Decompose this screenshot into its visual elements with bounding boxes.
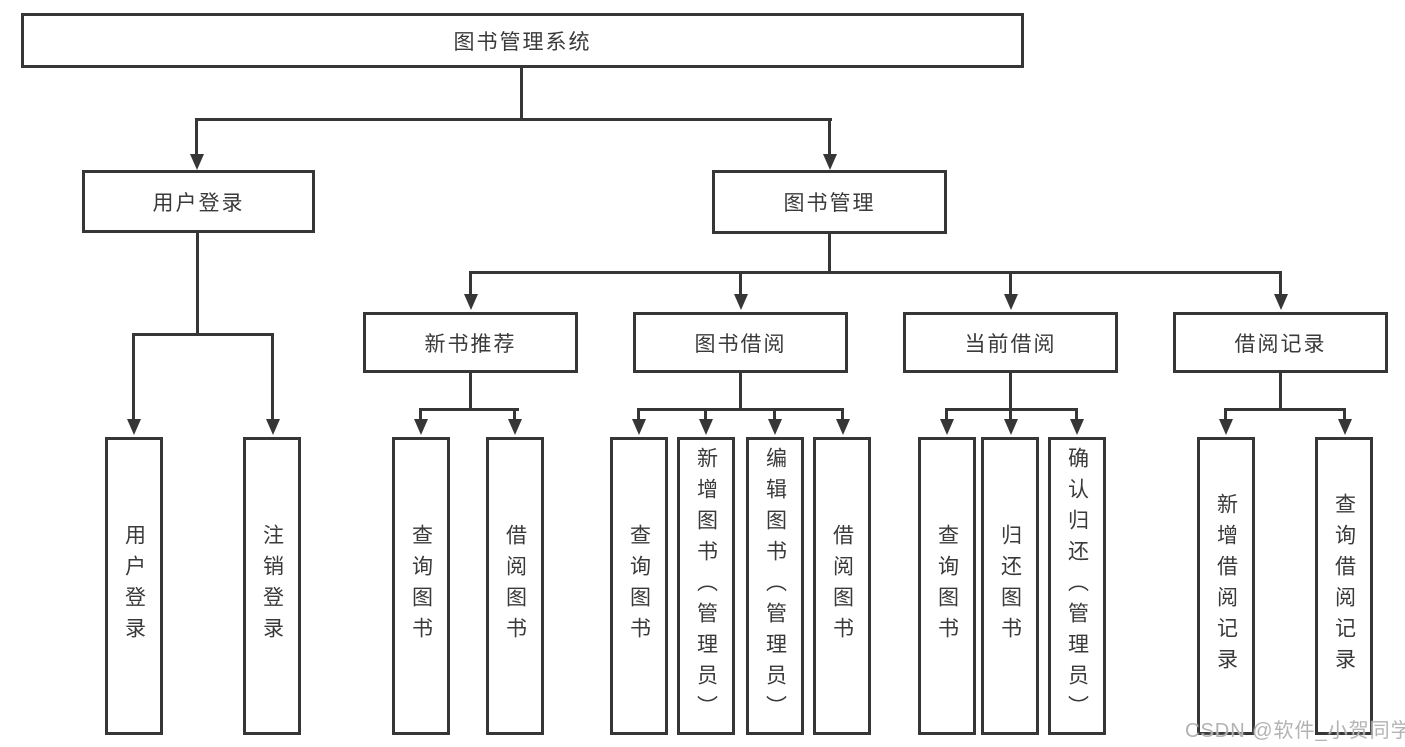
leaf-return-books: 归还图书 [981,437,1039,735]
node-label: 查询图书 [627,524,651,648]
node-borrowing-records: 借阅记录 [1173,312,1388,373]
connector-borrowing-shaft-4 [841,408,844,419]
arrow-down-icon [1004,419,1018,435]
node-label: 图书借阅 [694,332,787,356]
leaf-query-books-current: 查询图书 [918,437,976,735]
node-new-book-recommendation: 新书推荐 [363,312,578,373]
arrow-down-icon [414,419,428,435]
arrow-down-icon [768,419,782,435]
leaf-confirm-return-admin: 确认归还（管理员） [1048,437,1106,735]
arrow-down-icon [940,419,954,435]
leaf-add-borrow-record: 新增借阅记录 [1197,437,1255,735]
connector-current-shaft-2 [1009,408,1012,419]
node-book-borrowing: 图书借阅 [633,312,848,373]
node-label: 新书推荐 [424,332,517,356]
node-current-borrowing: 当前借阅 [903,312,1118,373]
node-label: 新增借阅记录 [1214,493,1238,679]
node-book-management: 图书管理 [712,170,947,234]
connector-newbook-stem [469,373,472,408]
arrow-down-icon [1219,419,1233,435]
arrow-down-icon [464,294,478,310]
node-label: 图书管理 [783,192,876,215]
arrow-down-icon [699,419,713,435]
node-label: 用户登录 [152,191,245,215]
connector-root-left-shaft [195,118,198,154]
connector-bookmgmt-bar [469,271,1282,274]
connector-current-shaft-1 [945,408,948,419]
node-label: 借阅图书 [830,524,854,648]
node-label: 查询图书 [409,524,433,648]
arrow-down-icon [1070,419,1084,435]
node-label: 新增图书（管理员） [694,446,718,726]
connector-userlogin-stem [196,233,199,333]
connector-root-right-shaft [828,118,831,154]
arrow-down-icon [1338,419,1352,435]
csdn-watermark: CSDN @软件_小贺同学 [1185,720,1405,742]
node-label: 查询借阅记录 [1332,493,1356,679]
arrow-down-icon [836,419,850,435]
connector-borrowing-shaft-3 [773,408,776,419]
arrow-down-icon [508,419,522,435]
leaf-user-login: 用户登录 [105,437,163,735]
connector-root-bar [195,118,832,121]
leaf-borrow-books: 借阅图书 [813,437,871,735]
connector-records-shaft-1 [1224,408,1227,419]
node-label: 归还图书 [998,524,1022,648]
node-label: 借阅记录 [1234,332,1327,356]
node-label: 编辑图书（管理员） [763,446,787,726]
arrow-down-icon [266,419,280,435]
connector-userlogin-left-shaft [132,333,135,419]
connector-records-bar [1224,408,1346,411]
connector-newbook-bar [419,408,519,411]
arrow-down-icon [127,419,141,435]
node-label: 确认归还（管理员） [1065,446,1089,726]
connector-borrowing-shaft-1 [637,408,640,419]
connector-records-shaft-2 [1343,408,1346,419]
arrow-down-icon [823,154,837,170]
connector-newbook-shaft-2 [513,408,516,419]
node-label: 借阅图书 [503,524,527,648]
leaf-logout: 注销登录 [243,437,301,735]
connector-root-stem [520,68,523,121]
connector-borrowing-bar [637,408,844,411]
node-user-login: 用户登录 [82,170,315,233]
connector-bookmgmt-shaft-1 [469,271,472,296]
node-library-management-system: 图书管理系统 [21,13,1024,68]
connector-userlogin-bar [132,333,274,336]
node-label: 查询图书 [935,524,959,648]
leaf-query-books-borrowing: 查询图书 [610,437,668,735]
connector-records-stem [1279,373,1282,408]
arrow-down-icon [632,419,646,435]
node-label: 注销登录 [260,524,284,648]
connector-newbook-shaft-1 [419,408,422,419]
arrow-down-icon [1004,294,1018,310]
leaf-query-books-recommend: 查询图书 [392,437,450,735]
connector-borrowing-shaft-2 [704,408,707,419]
node-label: 用户登录 [122,524,146,648]
connector-bookmgmt-stem [828,234,831,271]
leaf-edit-books-admin: 编辑图书（管理员） [746,437,804,735]
connector-bookmgmt-shaft-3 [1009,271,1012,296]
connector-current-stem [1009,373,1012,408]
connector-bookmgmt-shaft-2 [739,271,742,296]
node-label: 图书管理系统 [453,30,592,54]
connector-current-shaft-3 [1075,408,1078,419]
leaf-add-books-admin: 新增图书（管理员） [677,437,735,735]
arrow-down-icon [734,294,748,310]
arrow-down-icon [1274,294,1288,310]
leaf-borrow-books-recommend: 借阅图书 [486,437,544,735]
connector-bookmgmt-shaft-4 [1279,271,1282,296]
connector-userlogin-right-shaft [271,333,274,419]
arrow-down-icon [190,154,204,170]
node-label: 当前借阅 [964,332,1057,356]
connector-borrowing-stem [739,373,742,408]
leaf-query-borrow-record: 查询借阅记录 [1315,437,1373,735]
